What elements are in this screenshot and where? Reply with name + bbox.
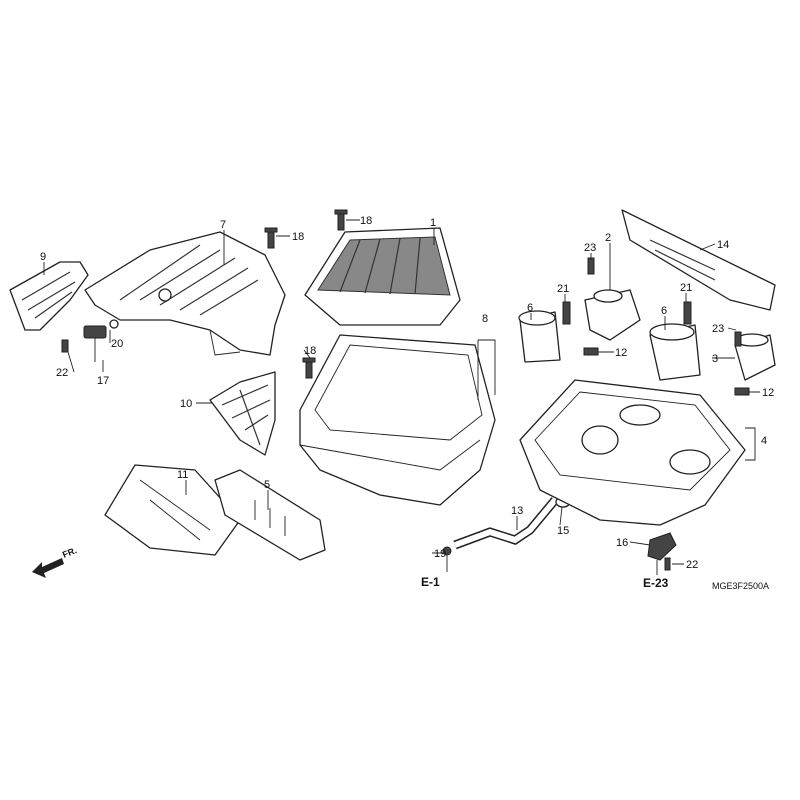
- callout-23-right: 23: [712, 323, 724, 335]
- part-6-left-funnel: [518, 310, 561, 363]
- bolt-18-top: [334, 209, 348, 231]
- callout-11: 11: [177, 469, 188, 481]
- part-8-air-cleaner-case: [299, 334, 496, 506]
- callout-4: 4: [761, 435, 767, 447]
- bolt-23-right: [734, 331, 742, 347]
- part-14-plate: [621, 209, 776, 311]
- callout-21-right: 21: [680, 282, 692, 294]
- part-7-air-cleaner-cover: [84, 231, 286, 356]
- callout-16: 16: [616, 537, 628, 549]
- clip-12-right: [734, 387, 750, 396]
- callout-7: 7: [220, 219, 226, 231]
- callout-17: 17: [97, 375, 109, 387]
- callout-15: 15: [557, 525, 569, 537]
- callout-9: 9: [40, 251, 46, 263]
- diagram-code: MGE3F2500A: [712, 581, 769, 591]
- part-5-guard: [214, 469, 326, 561]
- callout-18-left: 18: [292, 231, 304, 243]
- bolt-21-left: [562, 301, 571, 325]
- callout-13: 13: [511, 505, 523, 517]
- part-3-joint: [734, 333, 776, 381]
- callout-23-left: 23: [584, 242, 596, 254]
- bolt-21-right: [683, 301, 692, 325]
- part-10-mesh: [209, 371, 276, 456]
- callout-22-right: 22: [686, 559, 698, 571]
- callout-12-left: 12: [615, 347, 627, 359]
- part-2-joint: [584, 289, 641, 341]
- callout-1: 1: [430, 217, 436, 229]
- callout-8: 8: [482, 313, 488, 325]
- callout-18-top: 18: [360, 215, 372, 227]
- bolt-18-top-left: [264, 227, 278, 249]
- callout-14: 14: [717, 239, 729, 251]
- callout-3: 3: [712, 353, 718, 365]
- callout-2: 2: [605, 232, 611, 244]
- reference-e1: E-1: [421, 575, 440, 589]
- part-1-air-filter: [304, 227, 461, 326]
- callout-10: 10: [180, 398, 192, 410]
- part-13-drain-hose: [442, 496, 571, 572]
- part-4-lower-case: [519, 379, 746, 526]
- part-16-sensor: [647, 532, 677, 575]
- callout-12-right: 12: [762, 387, 774, 399]
- callout-5: 5: [264, 479, 270, 491]
- callout-6-left: 6: [527, 302, 533, 314]
- bolt-23-left: [587, 257, 595, 275]
- reference-e23: E-23: [643, 576, 669, 590]
- callout-20: 20: [111, 338, 123, 350]
- part-6-right-funnel: [649, 323, 701, 381]
- screw-22-left: [61, 339, 69, 353]
- callout-6-right: 6: [661, 305, 667, 317]
- callout-21-left: 21: [557, 283, 569, 295]
- callout-22-left: 22: [56, 367, 68, 379]
- front-arrow-icon: [32, 558, 64, 578]
- callout-18-mid: 18: [304, 345, 316, 357]
- clip-12-left: [583, 347, 599, 356]
- part-17-sensor: [83, 319, 119, 362]
- bolt-18-mid: [302, 357, 316, 379]
- front-label: FR.: [61, 545, 78, 560]
- part-9-air-duct: [9, 261, 89, 331]
- callout-19: 19: [434, 548, 446, 560]
